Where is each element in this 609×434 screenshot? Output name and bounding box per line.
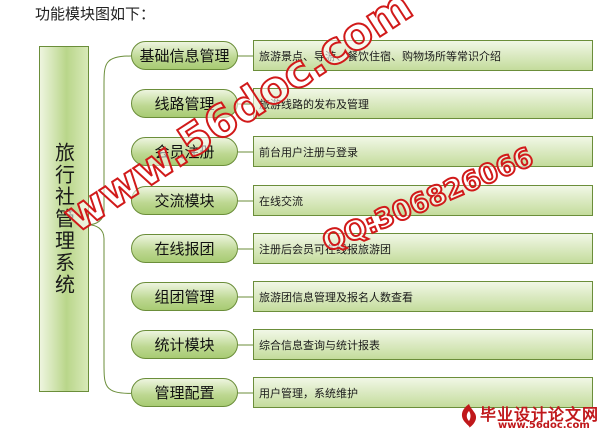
logo-text: 毕业设计论文网 xyxy=(480,405,600,424)
module-description: 旅游团信息管理及报名人数查看 xyxy=(253,281,593,312)
module-node: 组团管理 xyxy=(131,282,238,311)
module-description: 注册后会员可在线报旅游团 xyxy=(253,233,593,264)
module-description: 用户管理，系统维护 xyxy=(253,377,593,408)
module-node: 交流模块 xyxy=(131,186,238,215)
site-logo: 毕业设计论文网 www.56doc.com xyxy=(458,401,606,433)
module-node: 在线报团 xyxy=(131,234,238,263)
logo-url: www.56doc.com xyxy=(498,420,590,431)
module-node: 线路管理 xyxy=(131,89,238,118)
module-description: 综合信息查询与统计报表 xyxy=(253,329,593,360)
module-description: 旅游线路的发布及管理 xyxy=(253,88,593,119)
diagram-caption: 功能模块图如下： xyxy=(35,5,156,23)
root-node-label: 旅行社管理系统 xyxy=(51,142,76,296)
logo-mark-icon xyxy=(461,404,477,428)
module-node: 基础信息管理 xyxy=(131,41,238,70)
module-node: 管理配置 xyxy=(131,378,238,407)
module-description: 在线交流 xyxy=(253,185,593,216)
module-node: 统计模块 xyxy=(131,330,238,359)
module-description: 旅游景点、导游、餐饮住宿、购物场所等常识介绍 xyxy=(253,40,593,71)
root-node: 旅行社管理系统 xyxy=(39,46,89,392)
module-description: 前台用户注册与登录 xyxy=(253,136,593,167)
module-node: 会员注册 xyxy=(131,137,238,166)
